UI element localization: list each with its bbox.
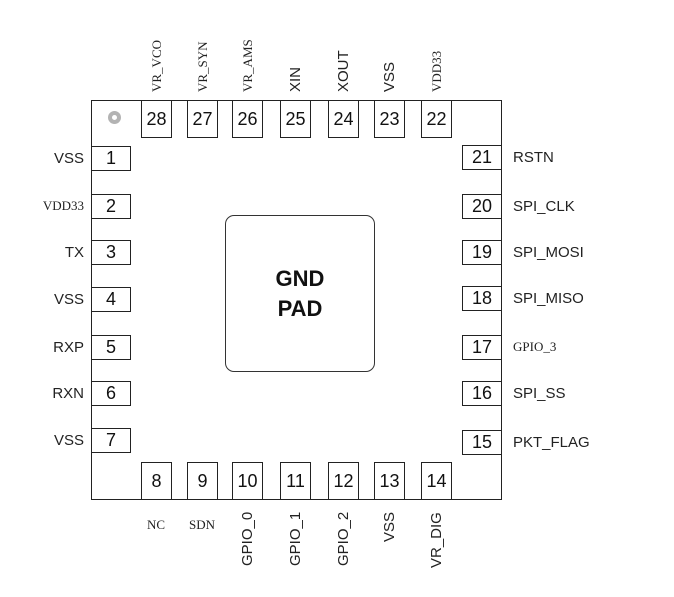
pin-box-16: 16 bbox=[462, 381, 502, 406]
pin-label-5: RXP bbox=[53, 339, 84, 356]
pin-box-20: 20 bbox=[462, 194, 502, 219]
pin-box-27: 27 bbox=[187, 100, 218, 138]
pin-label-25: XIN bbox=[286, 66, 304, 92]
pin-box-22: 22 bbox=[421, 100, 452, 138]
pin-label-1: VSS bbox=[53, 150, 84, 167]
pin-label-28: VR_VCO bbox=[148, 39, 164, 92]
pin-box-13: 13 bbox=[374, 462, 405, 500]
pin-label-3: TX bbox=[64, 244, 84, 261]
pin-label-11: GPIO_1 bbox=[286, 511, 304, 566]
pin-label-27: VR_SYN bbox=[194, 41, 210, 92]
pin-box-11: 11 bbox=[280, 462, 311, 500]
pad-label-line1: GND bbox=[275, 265, 325, 291]
pin-label-6: RXN bbox=[52, 385, 84, 402]
pin-box-24: 24 bbox=[328, 100, 359, 138]
pin-label-26: VR_AMS bbox=[239, 39, 255, 92]
pad-label-line2: PAD bbox=[277, 295, 323, 321]
pin-box-4: 4 bbox=[91, 287, 131, 312]
pin-label-16: SPI_SS bbox=[513, 385, 566, 402]
pin-box-1: 1 bbox=[91, 146, 131, 171]
pin-label-17: GPIO_3 bbox=[513, 339, 557, 354]
pin-label-24: XOUT bbox=[334, 50, 352, 92]
pin-box-28: 28 bbox=[141, 100, 172, 138]
pin-label-23: VSS bbox=[380, 61, 398, 92]
pin-label-18: SPI_MISO bbox=[513, 290, 584, 307]
pin-label-15: PKT_FLAG bbox=[513, 434, 590, 451]
pin-box-9: 9 bbox=[187, 462, 218, 500]
pin-label-7: VSS bbox=[53, 432, 84, 449]
gnd-pad: GND PAD bbox=[225, 215, 375, 372]
pin-box-21: 21 bbox=[462, 145, 502, 170]
pin-label-8: NC bbox=[147, 517, 166, 532]
pin-label-12: GPIO_2 bbox=[334, 511, 352, 566]
pin-box-19: 19 bbox=[462, 240, 502, 265]
pin-label-9: SDN bbox=[189, 517, 216, 532]
pin-box-7: 7 bbox=[91, 428, 131, 453]
pin-box-2: 2 bbox=[91, 194, 131, 219]
pin-label-4: VSS bbox=[53, 291, 84, 308]
pin-label-2: VDD33 bbox=[42, 198, 84, 213]
pin-label-19: SPI_MOSI bbox=[513, 244, 584, 261]
pin-box-8: 8 bbox=[141, 462, 172, 500]
pin-box-6: 6 bbox=[91, 381, 131, 406]
pin-box-15: 15 bbox=[462, 430, 502, 455]
pin-box-17: 17 bbox=[462, 335, 502, 360]
pin-label-21: RSTN bbox=[513, 149, 554, 166]
pin-label-13: VSS bbox=[380, 511, 398, 542]
pin-box-18: 18 bbox=[462, 286, 502, 311]
pin-box-26: 26 bbox=[232, 100, 263, 138]
pin-label-20: SPI_CLK bbox=[513, 198, 575, 215]
pin-label-22: VDD33 bbox=[428, 50, 444, 92]
pin-box-23: 23 bbox=[374, 100, 405, 138]
pin-box-10: 10 bbox=[232, 462, 263, 500]
pin-box-3: 3 bbox=[91, 240, 131, 265]
pin1-indicator-icon bbox=[108, 111, 121, 124]
pin-label-10: GPIO_0 bbox=[238, 511, 256, 566]
pin-label-14: VR_DIG bbox=[427, 512, 445, 568]
pin-box-25: 25 bbox=[280, 100, 311, 138]
pin-box-5: 5 bbox=[91, 335, 131, 360]
pin-box-14: 14 bbox=[421, 462, 452, 500]
pin-box-12: 12 bbox=[328, 462, 359, 500]
